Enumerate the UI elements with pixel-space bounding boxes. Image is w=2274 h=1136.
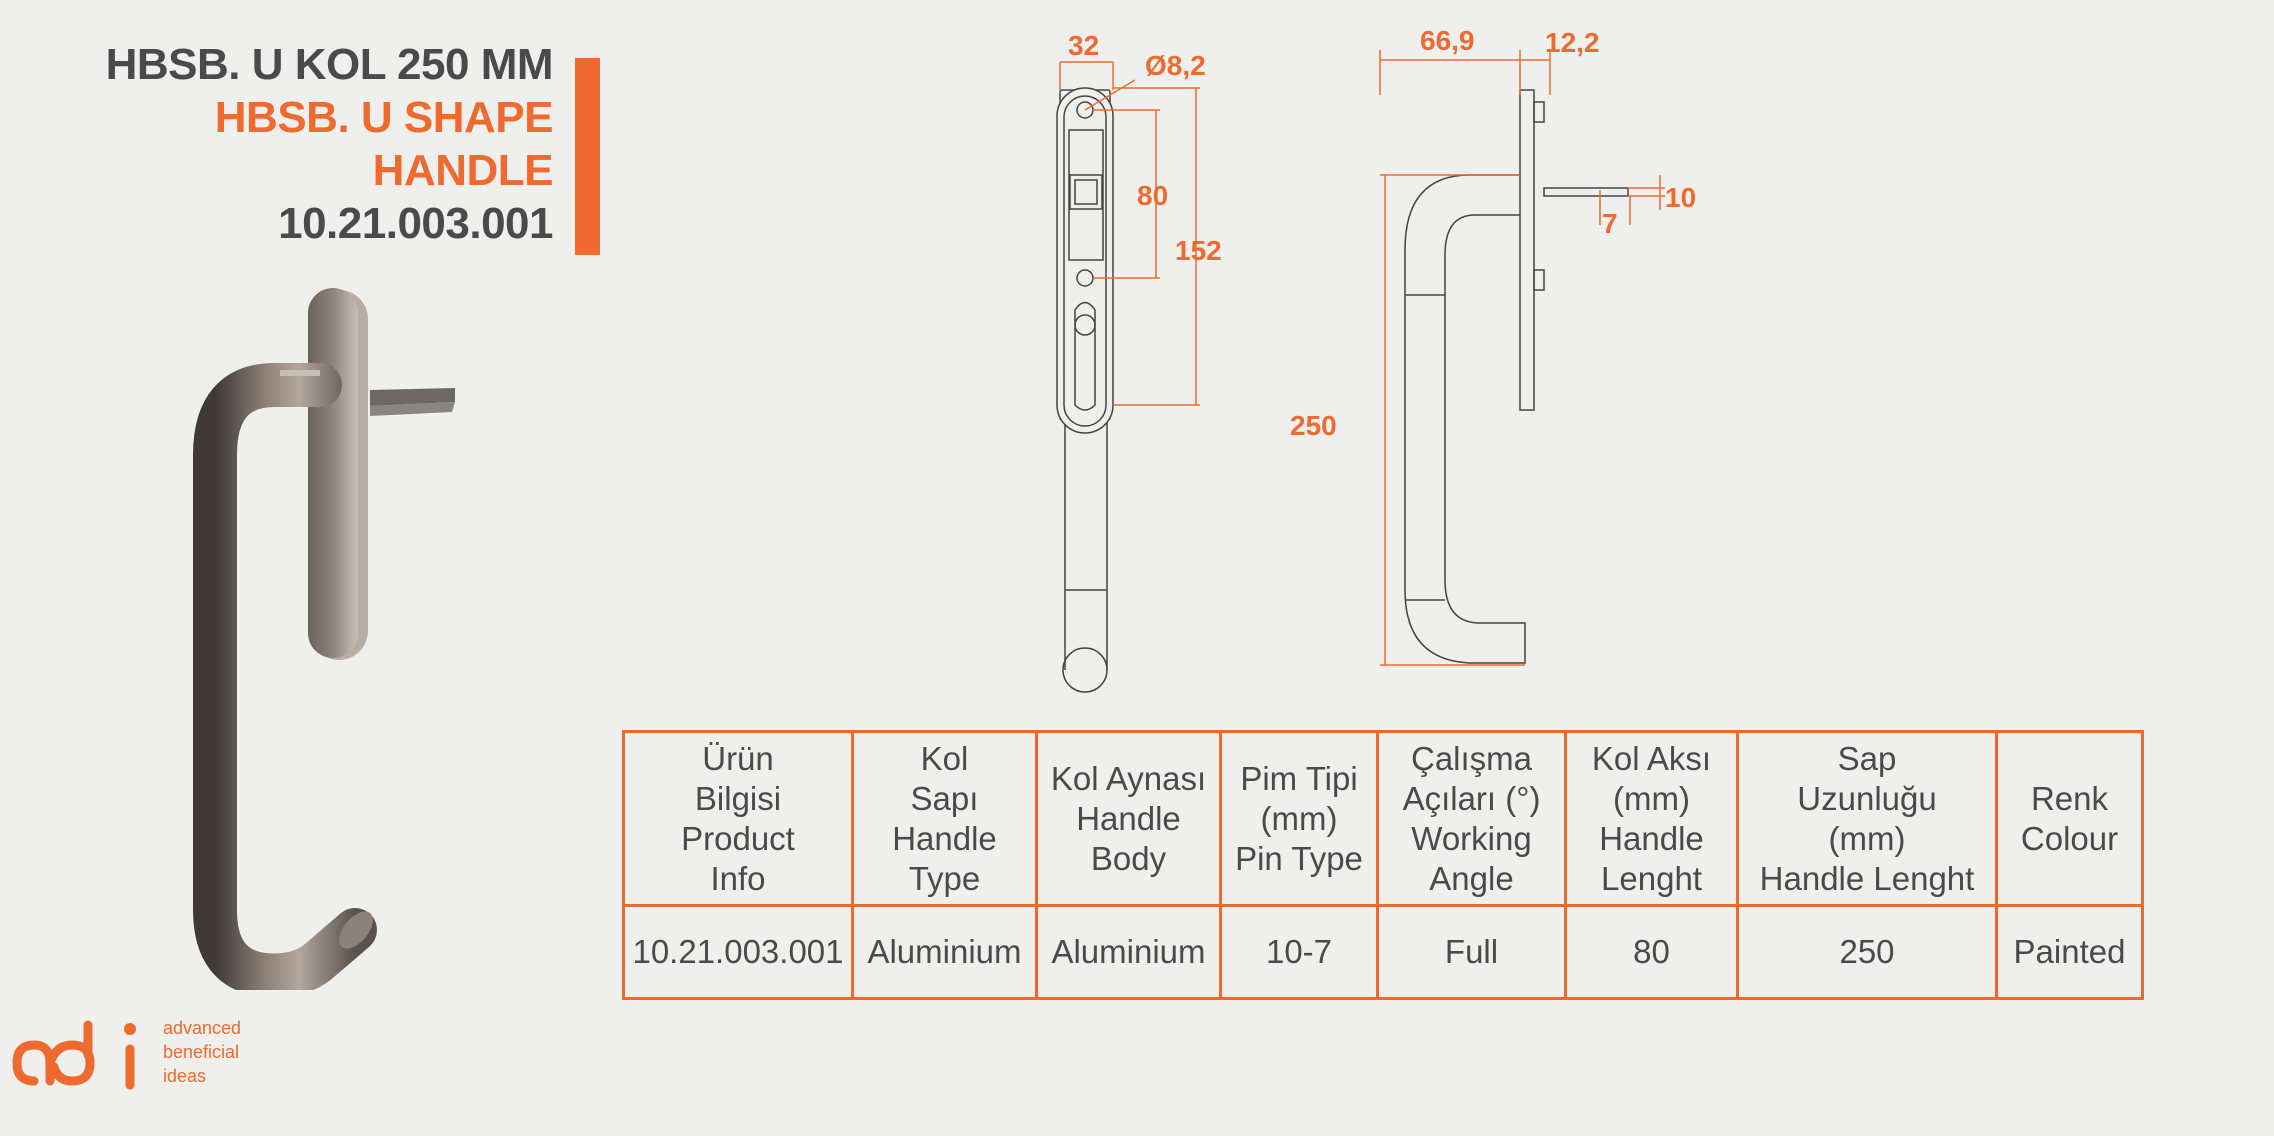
cell-handle-type: Aluminium [851, 904, 1038, 1000]
dim-hole-diameter: Ø8,2 [1145, 50, 1206, 81]
title-accent-bar [575, 58, 600, 255]
tagline-line-1: advanced [163, 1018, 242, 1038]
title-line-3: HANDLE [372, 146, 554, 195]
dim-handle-length: 250 [1290, 410, 1337, 441]
title-line-2: HBSB. U SHAPE [214, 93, 554, 142]
tagline-line-2: beneficial [163, 1042, 240, 1062]
header-pin-type: Pim Tipi(mm)Pin Type [1219, 730, 1379, 907]
dim-plate-thickness: 12,2 [1545, 27, 1600, 58]
product-code: 10.21.003.001 [278, 199, 553, 248]
abi-logo [12, 1020, 136, 1090]
dim-hole-spacing: 80 [1137, 180, 1168, 211]
cell-product-code: 10.21.003.001 [622, 904, 854, 1000]
title-line-1: HBSB. U KOL 250 MM [105, 40, 554, 89]
cell-pin-type: 10-7 [1219, 904, 1379, 1000]
cell-working-angle: Full [1376, 904, 1567, 1000]
cell-handle-length: 250 [1736, 904, 1998, 1000]
table-row: 10.21.003.001 Aluminium Aluminium 10-7 F… [622, 904, 2144, 1000]
dim-pin-10: 10 [1665, 182, 1696, 213]
front-view [1056, 87, 1114, 693]
cell-handle-axis: 80 [1564, 904, 1739, 1000]
logo-tagline: advanced beneficial ideas [163, 1016, 241, 1088]
dim-body-height: 152 [1175, 235, 1222, 266]
technical-drawing: 32 Ø8,2 80 152 66,9 12,2 10 7 250 [1056, 25, 1696, 693]
dim-pin-7: 7 [1602, 208, 1618, 239]
product-title: HBSB. U KOL 250 MM HBSB. U SHAPE HANDLE … [105, 38, 554, 250]
side-view [1404, 89, 1629, 664]
dim-depth: 66,9 [1420, 25, 1475, 56]
dimension-lines [1059, 50, 1665, 666]
cell-handle-body: Aluminium [1035, 904, 1222, 1000]
cell-colour: Painted [1995, 904, 2144, 1000]
tagline-line-3: ideas [163, 1066, 207, 1086]
product-photo [193, 288, 455, 990]
dim-width: 32 [1068, 30, 1099, 61]
